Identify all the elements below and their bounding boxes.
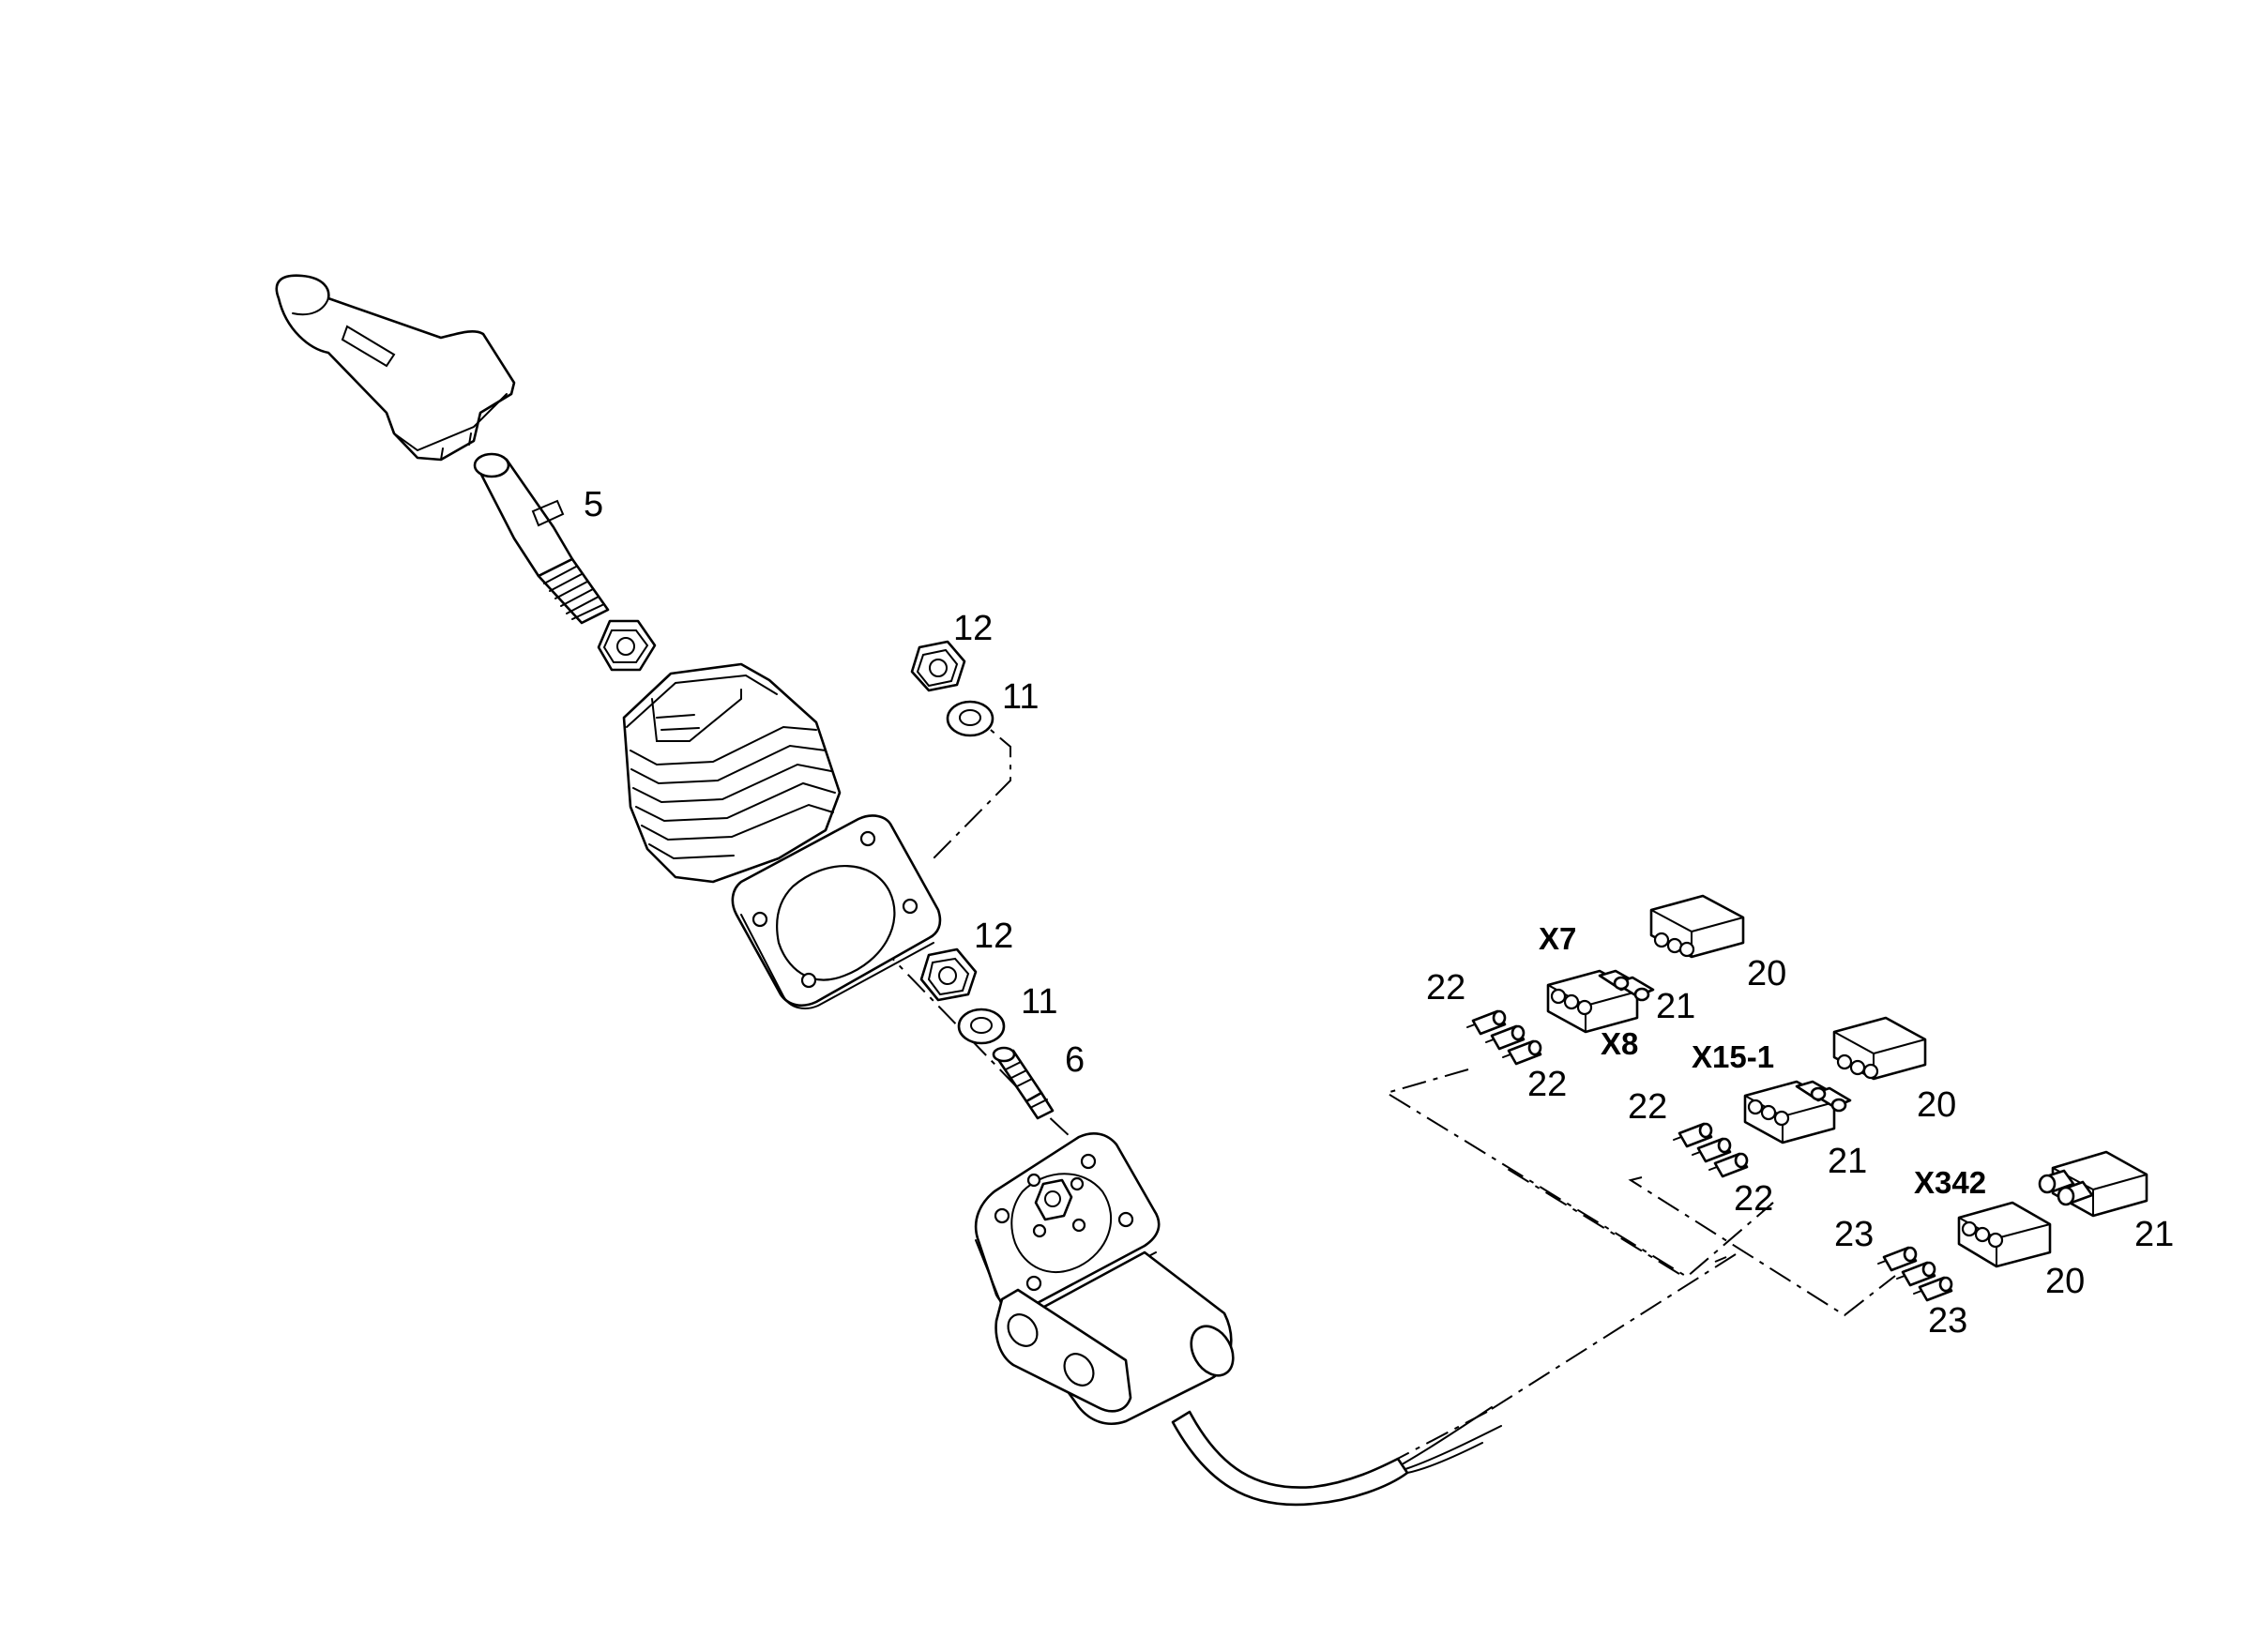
callout-20-x342: 20 — [2045, 1262, 2085, 1301]
connector-label-x7: X7 — [1539, 921, 1576, 956]
wiring-cable — [1171, 1406, 1502, 1507]
shaft-thread — [537, 557, 610, 625]
connector-housing-x7 — [1649, 894, 1745, 959]
callout-21-x15: 21 — [1828, 1142, 1867, 1181]
callout-23-lower: 23 — [1928, 1301, 1967, 1341]
callout-5: 5 — [584, 485, 603, 524]
callout-22-a-upper: 22 — [1426, 968, 1465, 1008]
callout-6: 6 — [1065, 1040, 1085, 1080]
callout-labels: 5 12 11 12 11 6 20 21 22 22 20 21 22 22 … — [584, 485, 2174, 1341]
callout-11-upper: 11 — [1002, 677, 1039, 717]
callout-11-lower: 11 — [1021, 982, 1057, 1022]
callout-12-lower: 12 — [974, 917, 1013, 956]
rubber-gaiter — [622, 662, 842, 884]
mounting-plate — [731, 814, 942, 1009]
upper-hex-nut — [910, 640, 966, 692]
callout-22-b-upper: 22 — [1628, 1087, 1667, 1127]
connector-plug-x15-1 — [1743, 1080, 1852, 1144]
lever-shaft — [473, 452, 610, 625]
control-handle — [275, 274, 516, 462]
terminal-pins-23 — [1877, 1246, 1953, 1302]
joystick-housing — [974, 1131, 1235, 1426]
shaft-hex-nut — [597, 619, 657, 672]
connector-plug-x8 — [1546, 969, 1655, 1034]
terminal-pins-22-a — [1466, 1009, 1542, 1066]
terminal-pins-22-b — [1673, 1122, 1749, 1178]
connector-housing-x342 — [1957, 1201, 2052, 1268]
callout-21-x8: 21 — [1656, 987, 1695, 1026]
connector-label-x8: X8 — [1601, 1026, 1638, 1061]
lower-washer — [957, 1008, 1006, 1045]
callout-22-b-lower: 22 — [1734, 1179, 1773, 1219]
callout-23-upper: 23 — [1834, 1215, 1874, 1254]
callout-21-x342: 21 — [2134, 1215, 2174, 1254]
callout-12-upper: 12 — [953, 609, 993, 648]
upper-washer — [946, 700, 994, 737]
connector-housing-x15-1 — [1832, 1016, 1927, 1081]
lower-hex-nut — [919, 947, 978, 1002]
connector-label-x15-1: X15-1 — [1692, 1039, 1774, 1074]
callout-20-x7: 20 — [1747, 954, 1786, 993]
callout-22-a-lower: 22 — [1527, 1065, 1567, 1104]
connector-plug-x342 — [2038, 1150, 2148, 1218]
connector-designations: X7 X8 X15-1 X342 — [1539, 921, 1986, 1200]
callout-20-x15: 20 — [1917, 1085, 1956, 1125]
threaded-stud — [992, 1046, 1055, 1120]
connector-label-x342: X342 — [1914, 1165, 1986, 1200]
